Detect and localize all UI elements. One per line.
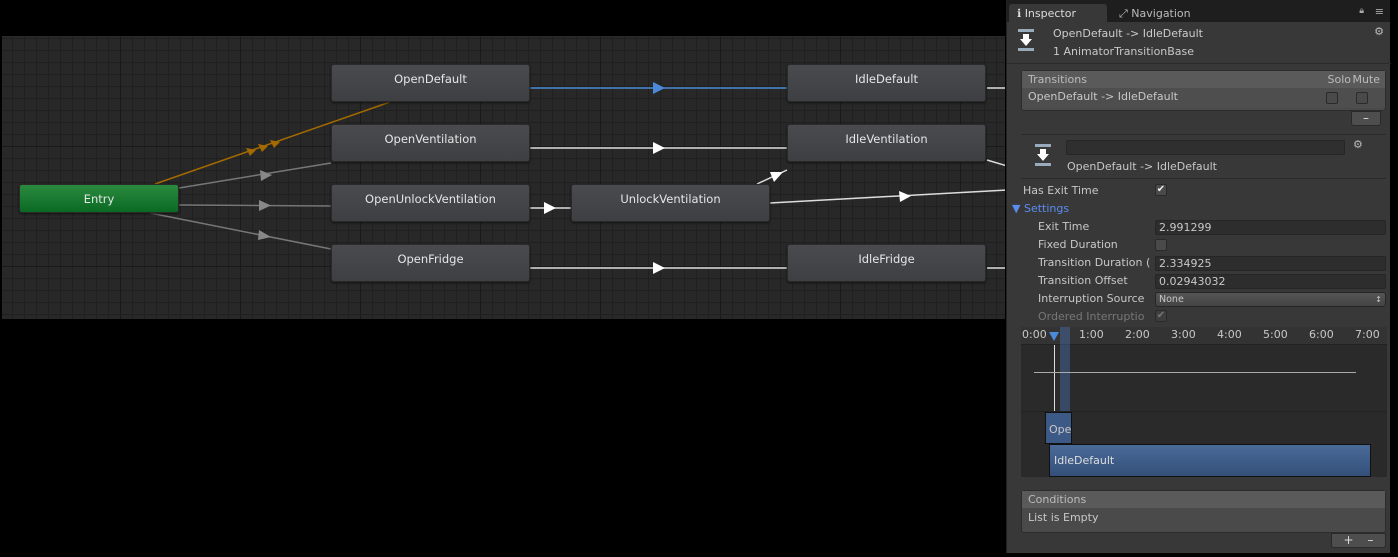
arrow-icon (258, 230, 271, 240)
state-idle-default[interactable]: IdleDefault (787, 64, 986, 102)
state-open-default[interactable]: OpenDefault (331, 64, 530, 102)
exit-time-field[interactable]: 2.991299 (1155, 220, 1386, 235)
source-clip-bar[interactable]: Ope (1045, 412, 1072, 444)
transition-offset-label: Transition Offset (1038, 274, 1128, 287)
state-idle-fridge[interactable]: IdleFridge (787, 244, 986, 282)
navigation-icon: ⤢ (1119, 7, 1132, 20)
remove-transition-button[interactable]: – (1351, 111, 1381, 126)
mute-checkbox[interactable] (1356, 92, 1368, 104)
arrow-icon (653, 82, 665, 94)
inspector-title: OpenDefault -> IdleDefault (1053, 27, 1203, 40)
tab-bar: ℹ︎ Inspector ⤢ Navigation 🔒︎ ≡ (1007, 0, 1390, 22)
tab-inspector[interactable]: ℹ︎ Inspector (1009, 4, 1107, 22)
info-icon: ℹ︎ (1017, 7, 1025, 20)
triangle-down-icon: ▼ (1012, 202, 1024, 215)
state-unlock-ventilation[interactable]: UnlockVentilation (571, 184, 770, 222)
transition-timeline[interactable]: 0:00 1:00 2:00 3:00 4:00 5:00 6:00 7:00 … (1021, 327, 1387, 477)
mute-header: Mute (1352, 73, 1380, 86)
fixed-duration-checkbox[interactable] (1155, 239, 1167, 251)
divider (1021, 178, 1386, 179)
state-entry[interactable]: Entry (19, 184, 179, 213)
solo-checkbox[interactable] (1326, 92, 1338, 104)
transition-duration-label: Transition Duration ( (1038, 256, 1151, 269)
arrow-icon (899, 191, 911, 202)
ordered-interruption-checkbox: ✔ (1155, 310, 1167, 322)
transition-icon (1035, 144, 1051, 166)
arrow-icon (653, 142, 665, 154)
transition-region[interactable] (1060, 327, 1070, 477)
gear-icon[interactable]: ⚙ (1353, 138, 1363, 151)
animator-graph[interactable]: Entry OpenDefault OpenVentilation OpenUn… (2, 36, 1005, 319)
menu-icon[interactable]: ≡ (1374, 5, 1384, 18)
state-open-ventilation[interactable]: OpenVentilation (331, 124, 530, 162)
settings-foldout[interactable]: ▼ Settings (1012, 202, 1070, 215)
lock-icon[interactable]: 🔒︎ (1359, 6, 1364, 16)
transition-entry-openunlockventilation[interactable] (178, 204, 332, 207)
transition-idleventilation-out[interactable] (986, 159, 1005, 167)
arrow-icon (270, 140, 280, 148)
transition-name-input[interactable] (1066, 140, 1345, 155)
transition-row[interactable]: OpenDefault -> IdleDefault (1022, 88, 1385, 108)
exit-time-label: Exit Time (1038, 220, 1090, 233)
transition-icon (1018, 29, 1034, 51)
state-open-unlock-ventilation[interactable]: OpenUnlockVentilation (331, 184, 530, 222)
arrow-icon (260, 170, 272, 181)
interruption-source-dropdown[interactable]: None↕ (1155, 292, 1386, 307)
transition-unlock-exit[interactable] (769, 189, 1005, 204)
conditions-buttons: +– (1331, 533, 1386, 548)
curve-line (1034, 372, 1356, 373)
inspector-subtitle: 1 AnimatorTransitionBase (1053, 45, 1195, 58)
arrow-icon (246, 148, 256, 156)
solo-header: Solo (1327, 73, 1352, 86)
transition-label: OpenDefault -> IdleDefault (1067, 160, 1217, 173)
has-exit-time-checkbox[interactable]: ✔ (1155, 184, 1167, 196)
arrow-icon (544, 202, 556, 214)
tab-navigation[interactable]: ⤢ Navigation (1119, 7, 1191, 20)
conditions-header: Conditions (1022, 491, 1385, 508)
transitions-header: Transitions Solo Mute (1022, 71, 1385, 88)
inspector-panel: ℹ︎ Inspector ⤢ Navigation 🔒︎ ≡ OpenDefau… (1006, 0, 1391, 553)
arrow-icon (259, 200, 271, 211)
divider (1007, 63, 1391, 64)
state-open-fridge[interactable]: OpenFridge (331, 244, 530, 282)
transition-entry-openfridge[interactable] (149, 212, 332, 250)
arrow-icon (770, 172, 783, 182)
fixed-duration-label: Fixed Duration (1038, 238, 1118, 251)
timeline-ruler: 0:00 1:00 2:00 3:00 4:00 5:00 6:00 7:00 (1021, 327, 1387, 345)
transitions-list: Transitions Solo Mute OpenDefault -> Idl… (1021, 70, 1386, 111)
transition-duration-field[interactable]: 2.334925 (1155, 256, 1386, 271)
add-condition-button[interactable]: + (1343, 533, 1354, 547)
ordered-interruption-label: Ordered Interruptio (1038, 310, 1145, 323)
destination-clip-bar[interactable]: IdleDefault (1049, 444, 1371, 477)
playhead-marker-icon[interactable] (1049, 332, 1059, 341)
state-idle-ventilation[interactable]: IdleVentilation (787, 124, 986, 162)
arrow-icon (258, 144, 268, 152)
interruption-source-label: Interruption Source (1038, 292, 1145, 305)
gear-icon[interactable]: ⚙ (1374, 25, 1384, 38)
conditions-empty-text: List is Empty (1028, 511, 1099, 524)
divider (1021, 134, 1386, 135)
transitions-layer (149, 82, 1005, 274)
transition-offset-field[interactable]: 0.02943032 (1155, 274, 1386, 289)
remove-condition-button[interactable]: – (1367, 533, 1374, 547)
arrow-icon (653, 262, 665, 274)
conditions-list: Conditions List is Empty (1021, 490, 1386, 533)
has-exit-time-label: Has Exit Time (1023, 184, 1099, 197)
transition-entry-openventilation[interactable] (166, 162, 332, 191)
divider (1021, 411, 1387, 412)
updown-icon: ↕ (1375, 295, 1382, 304)
